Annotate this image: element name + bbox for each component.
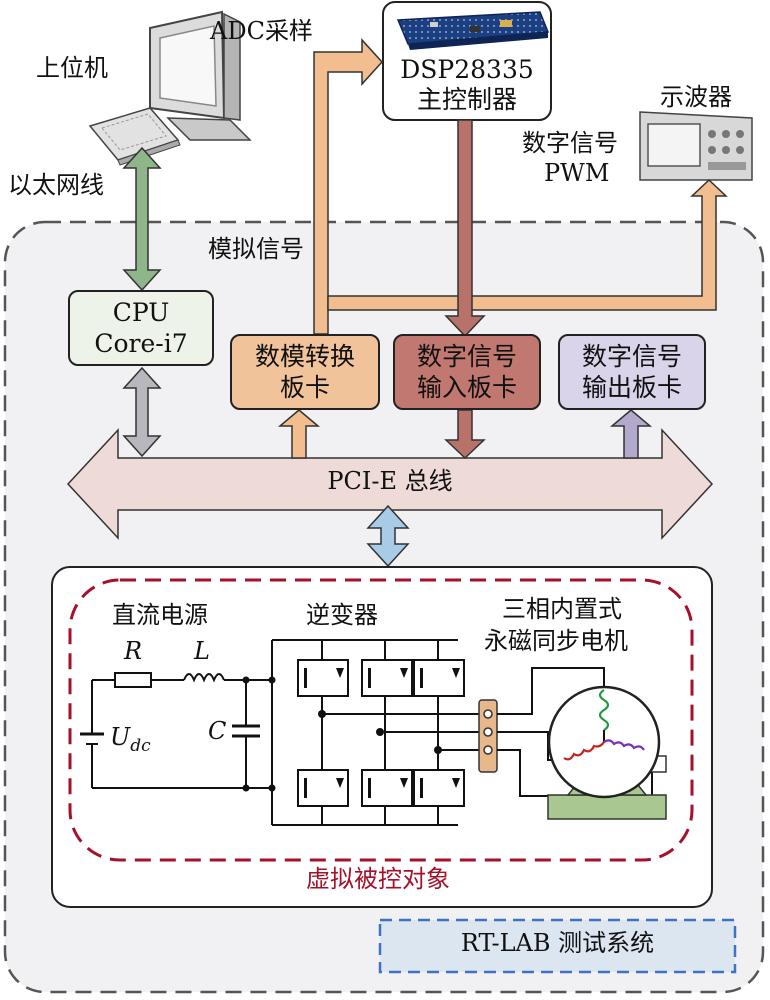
rtlab-label: RT-LAB 测试系统 <box>460 929 655 957</box>
dsp-label-line1: DSP28335 <box>400 55 534 84</box>
cpu-box[interactable]: CPU Core-i7 <box>68 290 214 366</box>
dout-board-box[interactable]: 数字信号 输出板卡 <box>558 334 706 410</box>
dsp-label-line2: 主控制器 <box>416 85 517 114</box>
terminal-pin <box>483 727 493 737</box>
cpu-label-line1: CPU <box>112 297 170 327</box>
inductor-label: L <box>194 637 210 665</box>
udc-label: Udc <box>110 723 151 756</box>
dout-bus-arrow <box>609 409 653 459</box>
dout-board-line2: 输出板卡 <box>581 373 682 402</box>
ethernet-label: 以太网线 <box>8 171 104 199</box>
capacitor-label: C <box>208 717 227 745</box>
dsp-board-image <box>396 11 550 50</box>
dc-source-circuit <box>80 672 272 789</box>
adc-sampling-arrow <box>313 38 384 335</box>
din-board-box[interactable]: 数字信号 输入板卡 <box>393 334 541 410</box>
node-dot <box>376 728 384 736</box>
host-computer-icon <box>88 10 252 166</box>
digital-signal-label: 数字信号 <box>522 129 618 157</box>
pwm-label: PWM <box>544 159 610 187</box>
din-board-line1: 数字信号 <box>416 341 517 371</box>
node-dot <box>242 784 250 792</box>
udc-main: U <box>110 723 131 751</box>
motor-label-line1: 三相内置式 <box>502 595 622 623</box>
cpu-bus-arrow <box>122 366 162 458</box>
dac-board-line2: 板卡 <box>279 373 330 402</box>
motor-icon <box>547 685 667 820</box>
pwm-arrow <box>444 119 486 338</box>
oscilloscope-label: 示波器 <box>660 83 732 111</box>
node-dot <box>242 676 250 684</box>
terminal-pin <box>483 709 493 719</box>
switch-symbols <box>304 668 460 798</box>
pcie-bus-label: PCI-E 总线 <box>327 467 453 495</box>
virtual-plant-label: 虚拟被控对象 <box>306 865 450 893</box>
pcie-bus <box>66 428 714 540</box>
dc-source-label: 直流电源 <box>112 601 208 629</box>
terminal-pin <box>483 745 493 755</box>
dac-bus-arrow <box>277 409 321 459</box>
oscilloscope-analog-line <box>327 178 728 311</box>
dac-board-box[interactable]: 数模转换 板卡 <box>230 334 380 410</box>
plant-container <box>51 566 713 908</box>
rtlab-label-box <box>378 918 737 974</box>
dac-board-line1: 数模转换 <box>254 341 355 371</box>
adc-label: ADC采样 <box>210 17 313 45</box>
node-dot <box>268 784 276 792</box>
din-board-line2: 输入板卡 <box>416 373 517 402</box>
cpu-label-line2: Core-i7 <box>94 329 188 358</box>
node-dot <box>318 710 326 718</box>
motor-label-line2: 永磁同步电机 <box>484 627 628 655</box>
udc-subscript: dc <box>130 735 151 756</box>
node-dot <box>434 746 442 754</box>
resistor-label: R <box>124 637 143 665</box>
inverter-label: 逆变器 <box>306 601 378 629</box>
host-label: 上位机 <box>36 54 108 82</box>
analog-signal-label: 模拟信号 <box>208 235 304 263</box>
virtual-plant-boundary <box>68 578 694 862</box>
node-dot <box>268 676 276 684</box>
dout-board-line1: 数字信号 <box>581 341 682 371</box>
din-bus-arrow <box>444 409 486 460</box>
oscilloscope-icon <box>639 111 753 181</box>
